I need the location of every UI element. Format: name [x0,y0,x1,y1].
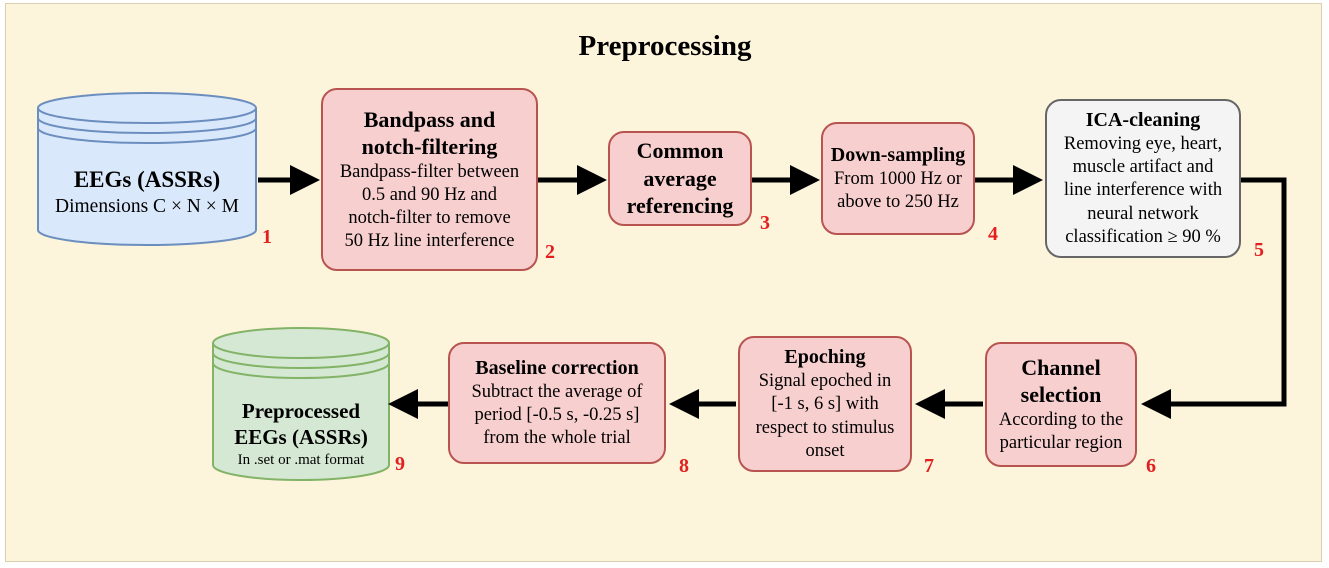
step-text: 50 Hz line interference [344,231,515,252]
input-database-icon [37,92,257,246]
step-text: Subtract the average of [471,381,643,402]
output-title-line1: Preprocessed [241,399,361,423]
step-heading: Down-sampling [830,143,966,166]
step-text: period [-0.5 s, -0.25 s] [474,404,640,425]
step-baseline-correction: Baseline correction Subtract the average… [448,342,666,464]
step-heading: average [643,165,717,191]
step-ica-cleaning: ICA-cleaning Removing eye, heart, muscle… [1045,99,1241,258]
step-heading: Channel [1021,354,1101,380]
output-database-icon [212,327,390,481]
step-text: above to 250 Hz [837,192,959,212]
step-text: neural network [1087,203,1199,224]
step-text: onset [805,440,845,461]
step-heading: referencing [626,193,734,219]
step-text: Removing eye, heart, [1063,134,1223,155]
step-bandpass-notch: Bandpass and notch-filtering Bandpass-fi… [321,88,538,271]
step-number-4: 4 [988,223,998,245]
diagram-title: Preprocessing [578,30,752,62]
step-text: [-1 s, 6 s] with [771,394,879,415]
step-common-average-referencing: Common average referencing [608,131,752,226]
step-number-5: 5 [1254,239,1264,261]
step-number-3: 3 [760,212,770,234]
step-number-9: 9 [395,453,405,475]
step-text: from the whole trial [483,428,631,449]
step-text: notch-filter to remove [348,208,511,228]
step-number-2: 2 [545,241,555,263]
step-text: respect to stimulus [755,417,895,438]
step-text: particular region [999,433,1123,453]
output-format: In .set or .mat format [237,451,365,468]
step-heading: Baseline correction [475,356,639,379]
input-title: EEGs (ASSRs) [73,167,221,192]
step-heading: notch-filtering [361,134,498,160]
step-heading: Epoching [784,346,866,369]
step-down-sampling: Down-sampling From 1000 Hz or above to 2… [821,122,975,235]
flow-arrows [258,165,1287,419]
step-text: Signal epoched in [758,371,892,392]
step-number-7: 7 [924,455,934,477]
step-number-1: 1 [262,226,272,248]
input-label: EEGs (ASSRs) Dimensions C × N × M [38,166,256,219]
step-text: line interference with [1063,180,1223,201]
step-channel-selection: Channel selection According to the parti… [985,342,1137,467]
step-text: Bandpass-filter between [339,161,520,182]
step-text: classification ≥ 90 % [1065,226,1221,247]
step-heading: Common [636,138,724,164]
step-number-6: 6 [1146,455,1156,477]
output-label: Preprocessed EEGs (ASSRs) In .set or .ma… [213,398,389,469]
step-number-8: 8 [679,455,689,477]
step-heading: ICA-cleaning [1085,109,1201,132]
step-text: 0.5 and 90 Hz and [361,184,498,205]
output-title-line2: EEGs (ASSRs) [234,425,368,450]
input-dimensions: Dimensions C × N × M [55,195,239,217]
step-text: According to the [998,409,1124,430]
step-text: muscle artifact and [1072,157,1214,178]
step-heading: Bandpass and [363,106,496,132]
step-epoching: Epoching Signal epoched in [-1 s, 6 s] w… [738,336,912,472]
arrow-5-6 [1141,177,1287,419]
step-heading: selection [1020,382,1102,408]
step-text: From 1000 Hz or [834,168,962,189]
